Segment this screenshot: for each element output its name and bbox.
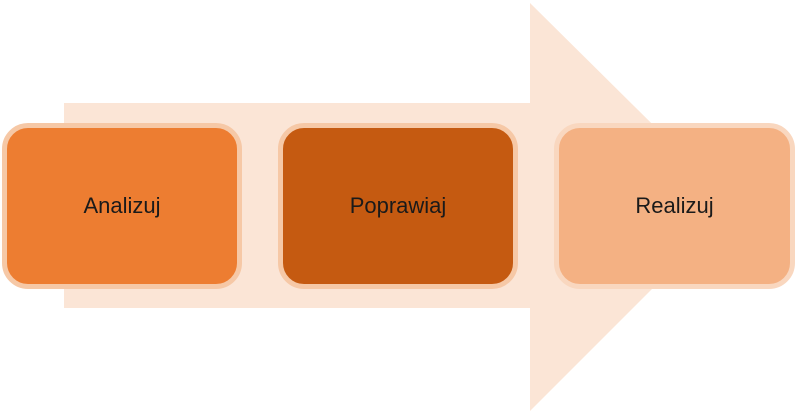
step-realizuj: Realizuj xyxy=(554,123,795,289)
step-analizuj: Analizuj xyxy=(2,123,242,289)
step-poprawiaj: Poprawiaj xyxy=(278,123,518,289)
step-label: Analizuj xyxy=(83,193,161,218)
step-label: Realizuj xyxy=(635,193,714,218)
step-label: Poprawiaj xyxy=(349,193,447,218)
